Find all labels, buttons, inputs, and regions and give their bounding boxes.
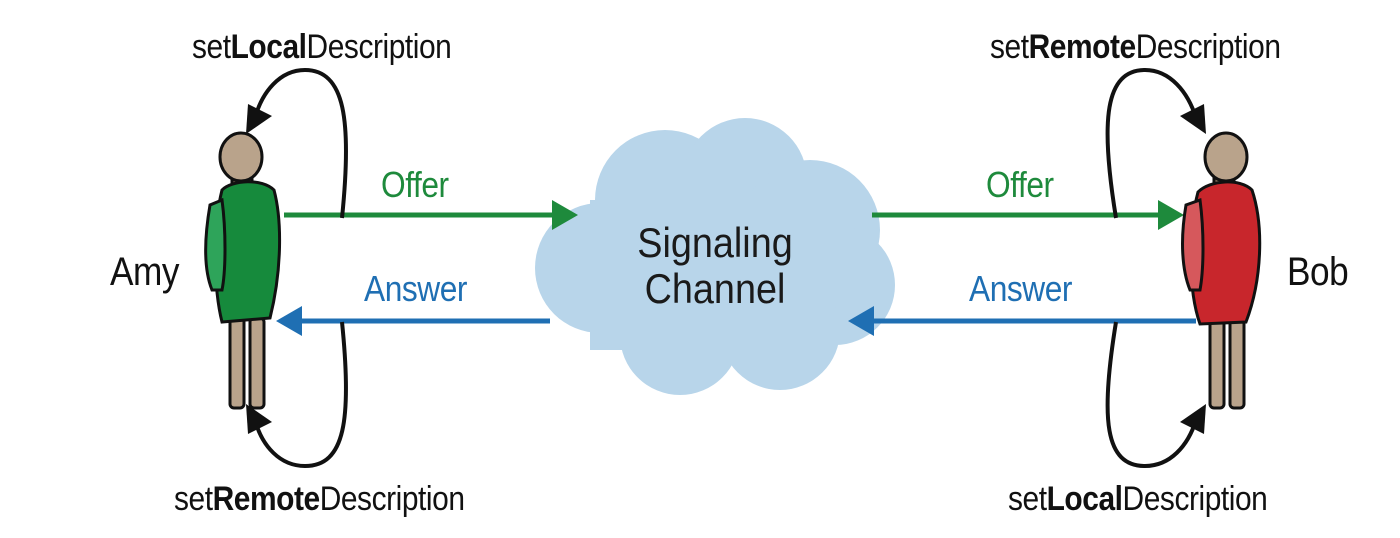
- right-offer-arrow: [872, 200, 1184, 230]
- left-answer-label: Answer: [364, 268, 468, 309]
- left-answer-arrow: [276, 306, 550, 336]
- bob-top-loop-arrow: [1105, 67, 1206, 219]
- bob-bottom-loop-arrow: [1105, 321, 1206, 469]
- right-offer-label: Offer: [986, 164, 1054, 205]
- amy-bottom-loop-arrow: [246, 321, 349, 469]
- amy-set-remote-description-label: setRemoteDescription: [174, 480, 465, 518]
- right-answer-label: Answer: [969, 268, 1073, 309]
- bob-set-local-description-label: setLocalDescription: [1008, 480, 1268, 518]
- left-offer-arrow: [284, 200, 578, 230]
- right-answer-arrow: [848, 306, 1196, 336]
- signaling-cloud: [535, 118, 895, 395]
- bob-name: Bob: [1287, 250, 1349, 294]
- left-offer-label: Offer: [381, 164, 449, 205]
- amy-set-local-description-label: setLocalDescription: [192, 28, 452, 66]
- amy-top-loop-arrow: [246, 67, 349, 219]
- bob-figure: [1181, 131, 1262, 410]
- signaling-channel-label: Signaling Channel: [607, 220, 823, 312]
- bob-set-remote-description-label: setRemoteDescription: [990, 28, 1281, 66]
- amy-figure: [204, 131, 282, 410]
- signaling-channel-line2: Channel: [644, 265, 786, 312]
- amy-name: Amy: [110, 250, 180, 294]
- signaling-channel-line1: Signaling: [637, 219, 793, 266]
